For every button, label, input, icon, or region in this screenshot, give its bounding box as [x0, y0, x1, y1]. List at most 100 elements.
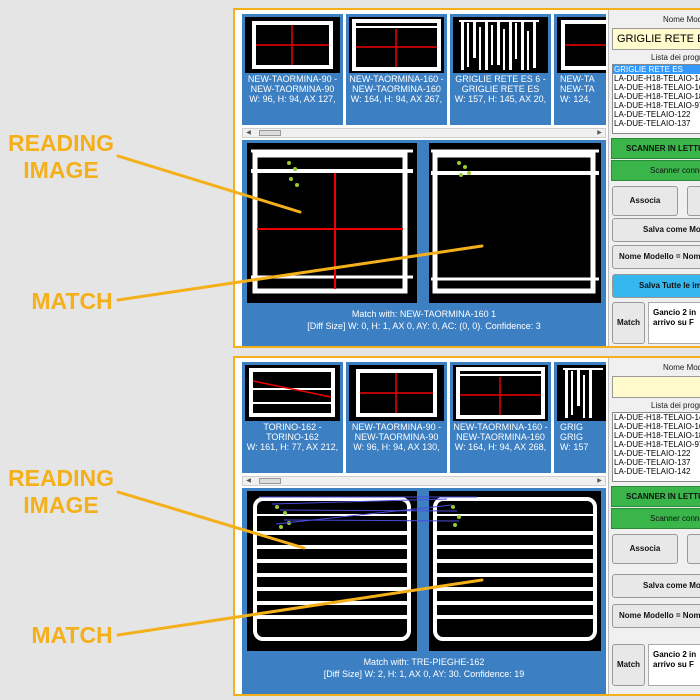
program-list[interactable]: LA-DUE-H18-TELAIO-14 LA-DUE-H18-TELAIO-1… — [612, 412, 700, 482]
model-name-button[interactable]: Nome Modello = Nome — [612, 245, 700, 269]
model-name-label: Nome Modello — [663, 363, 700, 372]
save-model-button[interactable]: Salva come Modello — [612, 218, 700, 242]
match-correspondence-lines — [259, 496, 477, 525]
control-panel: Nome Modello GRIGLIE RETE ES Lista dei p… — [608, 10, 700, 346]
thumbnail-image — [245, 17, 340, 73]
scroll-left-icon[interactable]: ◀ — [246, 478, 251, 484]
thumbnail-scrollbar[interactable]: ◀ ▶ — [242, 476, 606, 486]
list-item[interactable]: LA-DUE-TELAIO-142 — [614, 467, 691, 476]
callout-text: IMAGE — [23, 157, 99, 183]
list-item[interactable]: LA-DUE-H18-TELAIO-16 — [614, 83, 700, 92]
list-item[interactable]: LA-DUE-H18-TELAIO-97 — [614, 101, 700, 110]
reading-image — [247, 143, 417, 303]
match-result-text: Match with: TRE-PIEGHE-162 — [363, 657, 485, 667]
model-name-input[interactable] — [612, 376, 700, 398]
list-item[interactable]: LA-DUE-TELAIO-137 — [614, 119, 691, 128]
match-image — [429, 143, 601, 303]
list-item[interactable]: LA-DUE-H18-TELAIO-14 — [614, 74, 700, 83]
match-button[interactable]: Match — [612, 644, 645, 686]
callout-reading-image-2: READING IMAGE — [8, 465, 114, 519]
secondary-button[interactable] — [687, 534, 700, 564]
program-list-label: Lista dei programmi — [651, 401, 700, 410]
list-item[interactable]: LA-DUE-TELAIO-122 — [614, 110, 691, 119]
callout-match-1: MATCH — [30, 288, 114, 315]
callout-text: MATCH — [31, 288, 113, 314]
scanner-status-sub: Scanner connesso — [611, 160, 700, 181]
list-item[interactable]: LA-DUE-H18-TELAIO-14 — [614, 413, 700, 422]
scanner-status-title: SCANNER IN LETTURA — [611, 138, 700, 159]
save-model-button[interactable]: Salva come Modello — [612, 574, 700, 598]
scroll-right-icon[interactable]: ▶ — [597, 478, 602, 484]
list-item[interactable]: LA-DUE-H18-TELAIO-16 — [614, 422, 700, 431]
associa-button[interactable]: Associa — [612, 534, 678, 564]
callout-text: READING — [8, 465, 115, 491]
program-list[interactable]: GRIGLIE RETE ES LA-DUE-H18-TELAIO-14 LA-… — [612, 64, 700, 134]
thumbnail-image — [557, 17, 606, 73]
match-view: Match with: TRE-PIEGHE-162 [Diff Size] W… — [242, 488, 606, 694]
thumbnail-image — [453, 17, 548, 73]
scroll-thumb[interactable] — [259, 478, 281, 484]
save-all-images-button[interactable]: Salva Tutte le immagini — [612, 274, 700, 298]
list-item[interactable]: LA-DUE-TELAIO-137 — [614, 458, 691, 467]
match-diff-text: [Diff Size] W: 0, H: 1, AX 0, AY: 0, AC:… — [307, 321, 541, 331]
scanner-status-title: SCANNER IN LETTURA — [611, 486, 700, 507]
secondary-button[interactable] — [687, 186, 700, 216]
hook-status-text: arrivo su F — [653, 318, 694, 327]
hook-status-text: Gancio 2 in — [653, 308, 697, 317]
callout-text: IMAGE — [23, 492, 99, 518]
match-result-text: Match with: NEW-TAORMINA-160 1 — [351, 309, 497, 319]
associa-button[interactable]: Associa — [612, 186, 678, 216]
scroll-right-icon[interactable]: ▶ — [597, 130, 602, 136]
list-item[interactable]: GRIGLIE RETE ES — [613, 65, 700, 74]
match-diff-text: [Diff Size] W: 2, H: 1, AX 0, AY: 30. Co… — [323, 669, 525, 679]
hook-status-text: Gancio 2 in — [653, 650, 697, 659]
thumbnail-image — [349, 365, 444, 421]
thumbnail-image — [557, 365, 606, 421]
thumbnail-image — [349, 17, 444, 73]
callout-reading-image-1: READING IMAGE — [8, 130, 114, 184]
list-item[interactable]: LA-DUE-H18-TELAIO-18 — [614, 431, 700, 440]
callout-text: READING — [8, 130, 115, 156]
callout-text: MATCH — [31, 622, 113, 648]
model-name-button[interactable]: Nome Modello = Nome — [612, 604, 700, 628]
hook-status-box: Gancio 2 in arrivo su F — [648, 302, 700, 344]
scroll-thumb[interactable] — [259, 130, 281, 136]
match-view: Match with: NEW-TAORMINA-160 1 [Diff Siz… — [242, 140, 606, 346]
hook-status-text: arrivo su F — [653, 660, 694, 669]
thumbnail-scrollbar[interactable]: ◀ ▶ — [242, 128, 606, 138]
program-list-label: Lista dei programmi — [651, 53, 700, 62]
hook-status-box: Gancio 2 in arrivo su F — [648, 644, 700, 686]
scanner-status-sub: Scanner connesso — [611, 508, 700, 529]
match-button[interactable]: Match — [612, 302, 645, 344]
list-item[interactable]: LA-DUE-H18-TELAIO-97 — [614, 440, 700, 449]
list-item[interactable]: LA-DUE-H18-TELAIO-18 — [614, 92, 700, 101]
thumbnail-image — [453, 365, 548, 421]
model-name-label: Nome Modello — [663, 15, 700, 24]
list-item[interactable]: LA-DUE-TELAIO-122 — [614, 449, 691, 458]
callout-match-2: MATCH — [30, 622, 114, 649]
scroll-left-icon[interactable]: ◀ — [246, 130, 251, 136]
control-panel: Nome Modello Lista dei programmi LA-DUE-… — [608, 358, 700, 694]
model-name-input[interactable]: GRIGLIE RETE ES — [612, 28, 700, 50]
thumbnail-image — [245, 365, 340, 421]
